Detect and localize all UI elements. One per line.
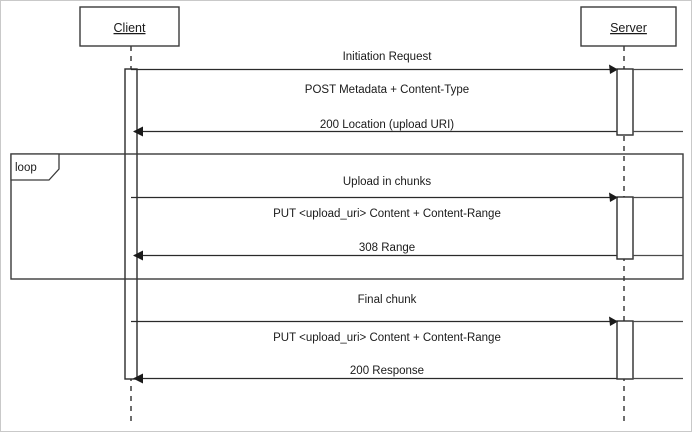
fragment-box-loop — [10, 153, 684, 280]
arrow-head-left-initiation — [133, 126, 143, 137]
message-308-range[interactable] — [133, 250, 617, 261]
combined-fragment-loop[interactable]: loop — [10, 153, 684, 280]
participant-label-server: Server — [610, 21, 647, 35]
participant-label-client: Client — [114, 21, 146, 35]
message-label-200-response: 200 Response — [350, 365, 424, 377]
message-label-308-range: 308 Range — [359, 242, 415, 254]
message-put-chunk[interactable] — [131, 192, 618, 203]
arrow-head-right-final — [609, 316, 618, 326]
message-band-frames — [616, 69, 634, 379]
activation-bar-server-final[interactable] — [616, 320, 634, 380]
section-initiation: Initiation Request POST Metadata + Conte… — [131, 51, 618, 137]
arrow-head-left-chunk — [133, 250, 143, 261]
section-upload-chunks: Upload in chunks PUT <upload_uri> Conten… — [131, 176, 618, 261]
message-label-put-chunk: PUT <upload_uri> Content + Content-Range — [273, 208, 501, 220]
section-header-final-chunk: Final chunk — [358, 294, 417, 306]
section-final-chunk: Final chunk PUT <upload_uri> Content + C… — [131, 294, 618, 384]
message-label-post-metadata: POST Metadata + Content-Type — [305, 84, 469, 96]
section-header-initiation: Initiation Request — [343, 51, 433, 63]
message-label-200-location: 200 Location (upload URI) — [320, 119, 454, 131]
activation-bar-server-chunk[interactable] — [616, 196, 634, 260]
arrow-head-left-final — [133, 373, 143, 384]
message-put-final[interactable] — [131, 316, 618, 327]
fragment-tab-loop — [10, 153, 60, 181]
message-label-put-final: PUT <upload_uri> Content + Content-Range — [273, 332, 501, 344]
arrow-head-right-chunk — [609, 192, 618, 202]
activation-bar-server-initiation[interactable] — [616, 68, 634, 136]
message-200-location[interactable] — [133, 126, 617, 137]
arrow-head-right-initiation — [609, 64, 618, 74]
section-header-upload-chunks: Upload in chunks — [343, 176, 431, 188]
participant-box-server[interactable] — [580, 6, 677, 47]
message-200-response[interactable] — [133, 373, 617, 384]
fragment-operator-loop: loop — [15, 162, 37, 174]
activation-bar-client[interactable] — [124, 68, 138, 380]
band-separators — [633, 68, 683, 380]
participant-box-client[interactable] — [79, 6, 180, 47]
message-post-metadata[interactable] — [131, 64, 618, 75]
